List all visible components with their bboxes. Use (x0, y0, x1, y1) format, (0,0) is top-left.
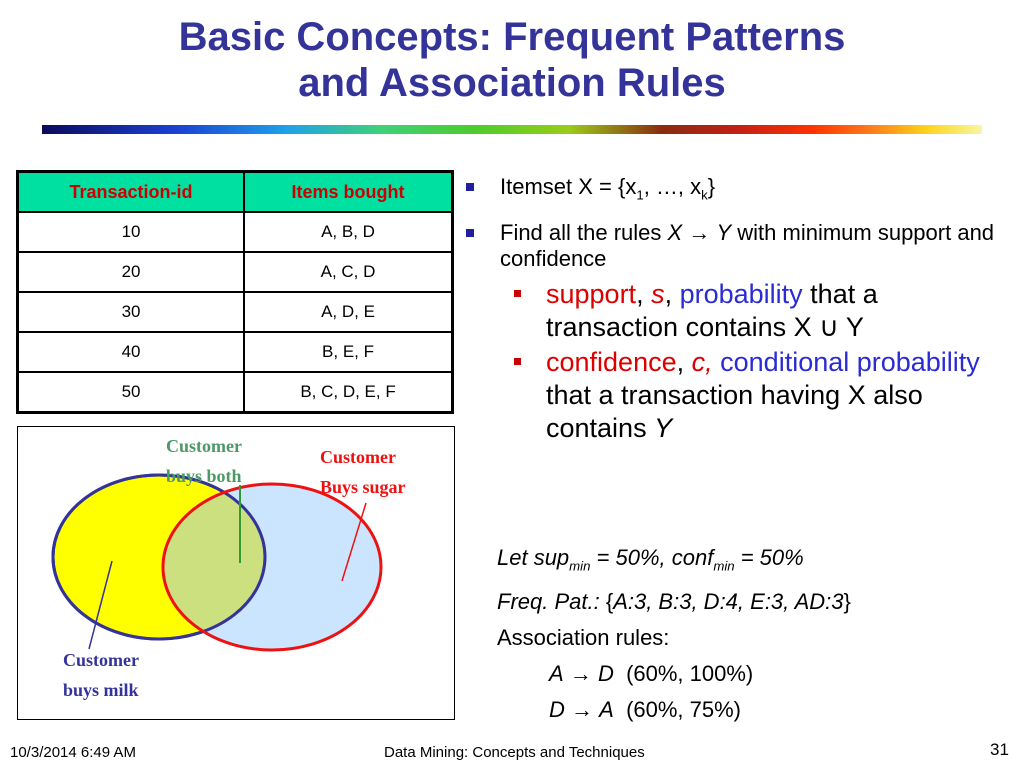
min-threshold-line: Let supmin = 50%, confmin = 50% (497, 545, 804, 574)
rule-d-to-a: D → A (60%, 75%) (549, 697, 742, 723)
label-customer-buys-sugar: Customer Buys sugar (320, 447, 406, 497)
column-header-items-bought: Items bought (243, 170, 454, 213)
sugar-outline (161, 482, 383, 652)
bullet-support: support, s, probability that a transacti… (512, 278, 1012, 344)
association-rules-heading: Association rules: (497, 625, 670, 651)
venn-graphic (51, 473, 383, 652)
definition-bullets: Itemset X = {x1, …, xk} Find all the rul… (466, 174, 1006, 284)
label-customer-buys-milk: Customer buys milk (63, 650, 139, 700)
table-row: 20 A, C, D (16, 251, 454, 293)
slide-title: Basic Concepts: Frequent Patterns and As… (0, 14, 1024, 106)
items-cell: A, B, D (243, 211, 454, 253)
transaction-id-cell: 50 (16, 371, 246, 414)
sugar-pointer-line (341, 502, 367, 582)
transaction-id-cell: 20 (16, 251, 246, 293)
table-row: 30 A, D, E (16, 291, 454, 333)
bullet-square-icon (466, 229, 474, 238)
bullet-square-icon (466, 183, 474, 191)
bullet-square-icon (514, 358, 521, 365)
items-cell: B, E, F (243, 331, 454, 373)
overlap-region (163, 484, 265, 639)
arrow-icon: → (571, 697, 594, 723)
title-divider (42, 125, 982, 134)
footer-course: Data Mining: Concepts and Techniques (384, 744, 645, 761)
footer-page-number: 31 (990, 740, 1009, 759)
measure-bullets: support, s, probability that a transacti… (512, 278, 1012, 447)
table-row: 40 B, E, F (16, 331, 454, 373)
arrow-icon: → (688, 220, 711, 246)
example-block: Let supmin = 50%, confmin = 50% Freq. Pa… (497, 540, 1017, 728)
table-header-row: Transaction-id Items bought (16, 170, 454, 213)
transaction-id-cell: 40 (16, 331, 246, 373)
transaction-id-cell: 30 (16, 291, 246, 333)
table-row: 10 A, B, D (16, 211, 454, 253)
bullet-confidence: confidence, c, conditional probability t… (512, 346, 1012, 445)
items-cell: A, C, D (243, 251, 454, 293)
rule-a-to-d: A → D (60%, 100%) (549, 661, 754, 687)
table-row: 50 B, C, D, E, F (16, 371, 454, 414)
items-cell: B, C, D, E, F (243, 371, 454, 414)
frequent-patterns-line: Freq. Pat.: {A:3, B:3, D:4, E:3, AD:3} (497, 589, 851, 615)
milk-pointer-line (88, 560, 113, 650)
bullet-find-rules: Find all the rules X → Y with minimum su… (466, 220, 1006, 272)
transaction-id-cell: 10 (16, 211, 246, 253)
slide-title-line2: and Association Rules (298, 61, 726, 105)
venn-diagram: Customer buys both Customer Buys sugar C… (17, 426, 455, 720)
slide-title-line1: Basic Concepts: Frequent Patterns (178, 15, 846, 59)
footer-date: 10/3/2014 6:49 AM (10, 744, 136, 761)
column-header-transaction-id: Transaction-id (16, 170, 246, 213)
bullet-itemset: Itemset X = {x1, …, xk} (466, 174, 1006, 208)
items-cell: A, D, E (243, 291, 454, 333)
arrow-icon: → (569, 661, 592, 687)
label-customer-buys-both: Customer buys both (166, 436, 242, 486)
transaction-table: Transaction-id Items bought 10 A, B, D 2… (16, 170, 454, 414)
bullet-square-icon (514, 290, 521, 297)
milk-outline (51, 473, 267, 641)
